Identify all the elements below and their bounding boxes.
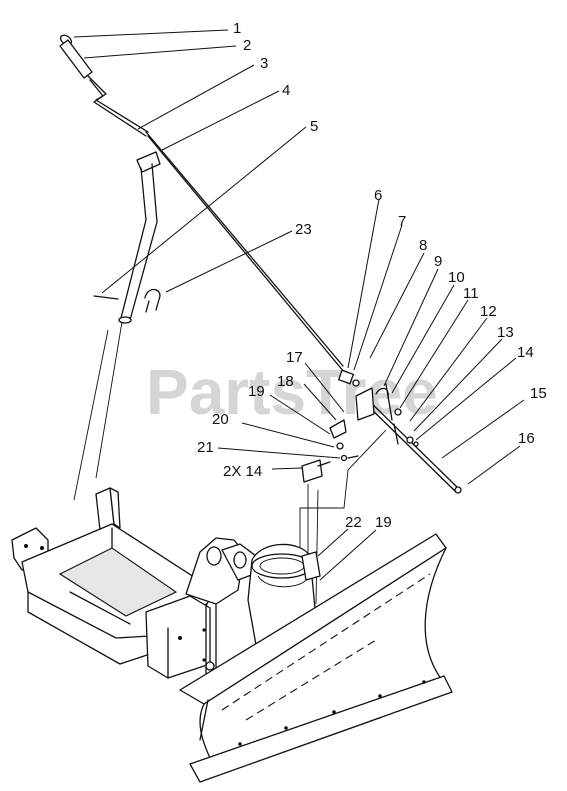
bracket-plate: [355, 387, 375, 421]
callout-3: 3: [260, 55, 268, 72]
frame-floor: [58, 547, 178, 617]
linkage-hardware: [301, 369, 419, 483]
leader-lines: [73, 29, 525, 581]
callout-13: 13: [497, 324, 514, 341]
callout-11: 11: [463, 285, 479, 302]
callout-8: 8: [419, 237, 427, 254]
callout-1: 1: [233, 20, 241, 37]
hair-pin-clip: [144, 288, 161, 311]
callout-16: 16: [518, 430, 535, 447]
swivel-block: [338, 369, 354, 385]
rod-end: [454, 486, 462, 494]
upright-post: [93, 151, 161, 324]
callout-21: 21: [197, 439, 214, 456]
lift-rod: [145, 131, 344, 367]
frame-front-box: [145, 595, 211, 679]
callout-6: 6: [374, 187, 382, 204]
callout-7: 7: [398, 213, 406, 230]
callout-14: 14: [517, 344, 534, 361]
callout-15: 15: [530, 385, 547, 402]
callout-12: 12: [480, 303, 497, 320]
callout-20: 20: [212, 411, 229, 428]
callout-4: 4: [282, 82, 290, 99]
callout-18: 18: [277, 373, 294, 390]
plow-blade: [179, 533, 453, 783]
handle-grip: [59, 39, 93, 79]
callout-5: 5: [310, 118, 318, 135]
callout-2: 2: [243, 37, 251, 54]
callout-19-lower: 19: [375, 514, 392, 531]
watermark: PartsTree: [146, 356, 438, 428]
callout-22: 22: [345, 514, 362, 531]
callout-labels: 1 2 3 4 5 23 6 7 8 9 10 11 12 13 14 15 1…: [197, 20, 547, 531]
blade-cutting-edge: [189, 675, 453, 783]
lift-handle-rod: [59, 34, 462, 494]
callout-17: 17: [286, 349, 303, 366]
blade-face: [199, 547, 447, 771]
callout-9: 9: [434, 253, 442, 270]
plow-frame: [11, 487, 257, 681]
pin: [93, 295, 119, 300]
callout-23: 23: [295, 221, 312, 238]
mount-bracket: [301, 459, 323, 483]
guide-lines: [73, 321, 387, 612]
callout-2x14: 2X 14: [223, 463, 262, 480]
callout-10: 10: [448, 269, 465, 286]
callout-19-upper: 19: [248, 383, 265, 400]
post-collar: [136, 151, 161, 173]
